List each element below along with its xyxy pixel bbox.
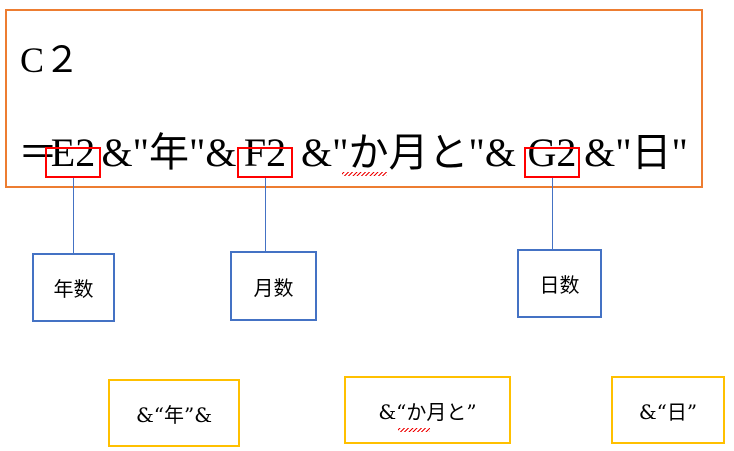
label-years: 年数 xyxy=(32,253,115,322)
formula-equals: ＝ xyxy=(18,130,58,175)
highlight-g2 xyxy=(524,147,580,178)
string-day: &“日” xyxy=(611,376,725,444)
spellcheck-underline xyxy=(342,172,387,176)
formula-box xyxy=(5,9,703,188)
string-year: &“年”& xyxy=(108,379,240,447)
formula-part-month: &"か月と"& xyxy=(301,130,516,175)
label-days: 日数 xyxy=(517,249,602,318)
connector-line xyxy=(73,178,74,253)
formula-ref-g2: G2 xyxy=(527,130,577,175)
formula-ref-f2: F2 xyxy=(243,130,287,175)
formula-ref-e2: E2 xyxy=(50,130,96,175)
formula-part-day: &"日" xyxy=(584,130,688,175)
string-month: &“か月と” xyxy=(344,376,511,444)
highlight-f2 xyxy=(237,147,293,178)
highlight-e2 xyxy=(45,147,101,178)
spellcheck-underline xyxy=(398,428,430,432)
label-months: 月数 xyxy=(230,251,317,321)
connector-line xyxy=(265,178,266,251)
cell-reference: C２ xyxy=(20,40,81,80)
connector-line xyxy=(552,178,553,249)
formula-part-year: &"年"& xyxy=(101,130,237,175)
